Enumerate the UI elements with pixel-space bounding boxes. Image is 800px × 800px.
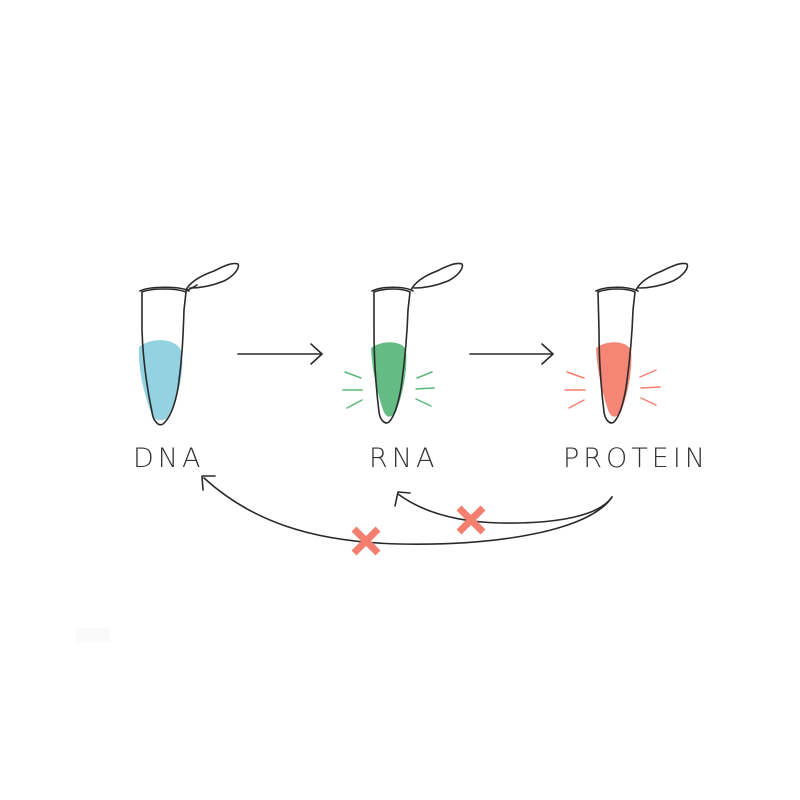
rna-tube-cap	[410, 262, 464, 291]
rna-liquid	[371, 342, 407, 417]
x-icon	[456, 505, 486, 535]
dna-tube-outline	[141, 288, 187, 426]
rna-glow-rays	[342, 371, 435, 409]
protein-tube-rim	[595, 286, 639, 292]
dna-tube	[138, 262, 240, 426]
protein-tube	[564, 262, 689, 424]
dna-tube-hinge	[185, 284, 198, 292]
rna-tube-outline	[373, 288, 411, 424]
blocked-arrow-protein-to-rna	[394, 491, 613, 524]
arrow-rna-to-protein	[469, 343, 554, 365]
x-icon	[351, 526, 381, 556]
rna-label: RNA	[369, 443, 438, 474]
dna-liquid	[138, 340, 183, 421]
rna-tube	[342, 262, 464, 424]
protein-glow-rays	[564, 369, 661, 409]
arrow-dna-to-rna	[237, 343, 323, 365]
protein-label: PROTEIN	[563, 443, 709, 474]
dna-tube-cap	[185, 262, 240, 291]
protein-tube-outline	[597, 288, 636, 424]
blocked-arrow-protein-to-dna	[201, 475, 613, 545]
background-artifact	[76, 628, 110, 642]
protein-liquid	[596, 342, 632, 417]
dna-label: DNA	[133, 443, 204, 474]
protein-tube-cap	[635, 262, 689, 291]
